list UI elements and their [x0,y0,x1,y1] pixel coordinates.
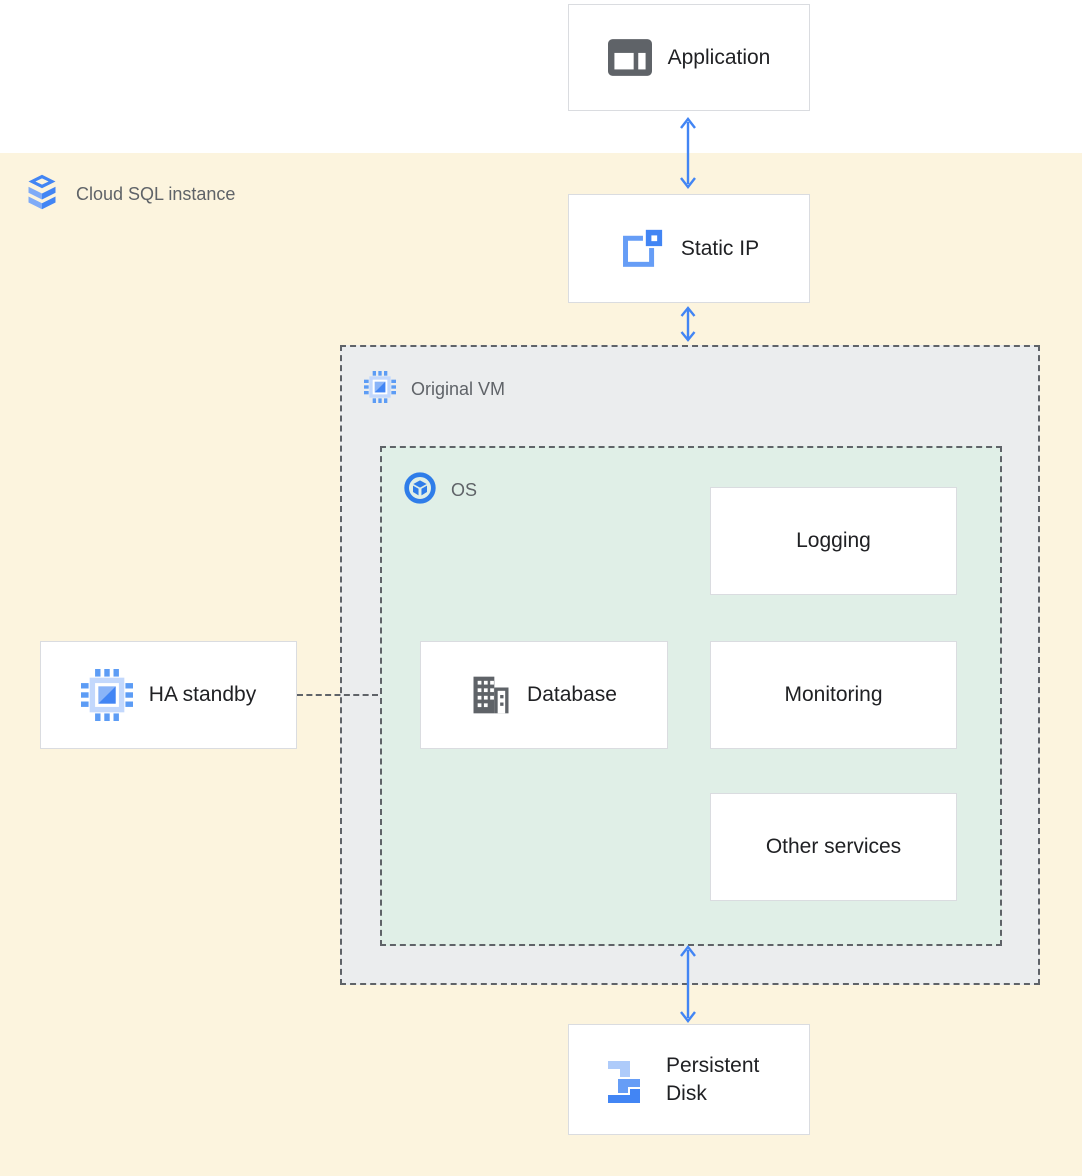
node-static-ip: Static IP [568,194,810,303]
node-other-services: Other services [710,793,957,901]
os-label: OS [451,480,478,500]
os-label-group: OS [404,472,477,509]
static-ip-label: Static IP [680,236,760,260]
cloud-sql-instance-label-group: Cloud SQL instance [24,172,235,217]
original-vm-label-group: Original VM [364,371,505,408]
os-icon [404,472,436,509]
monitoring-label: Monitoring [784,683,883,706]
persistent-disk-icon [600,1055,648,1105]
persistent-disk-label: Persistent Disk [666,1054,760,1105]
arrow-application-staticip [680,117,696,189]
arrow-vm-persistent-disk [680,945,696,1023]
arrow-staticip-vm [680,306,696,342]
application-label: Application [667,45,771,69]
database-label: Database [527,683,617,706]
application-window-icon [607,39,652,76]
ha-standby-label: HA standby [148,683,257,706]
cloud-sql-instance-label: Cloud SQL instance [76,184,236,204]
cloud-sql-icon [24,172,60,217]
node-ha-standby: HA standby [40,641,297,749]
static-ip-icon [619,226,665,272]
connector-ha-standby-vm [297,694,378,696]
node-logging: Logging [710,487,957,595]
logging-label: Logging [796,529,871,552]
compute-engine-icon [364,371,396,408]
node-monitoring: Monitoring [710,641,957,749]
original-vm-label: Original VM [411,379,506,399]
database-building-icon [471,676,511,714]
node-application: Application [568,4,810,111]
ha-standby-compute-icon [80,669,133,721]
node-database: Database [420,641,668,749]
other-services-label: Other services [765,835,902,858]
node-persistent-disk: Persistent Disk [568,1024,810,1135]
